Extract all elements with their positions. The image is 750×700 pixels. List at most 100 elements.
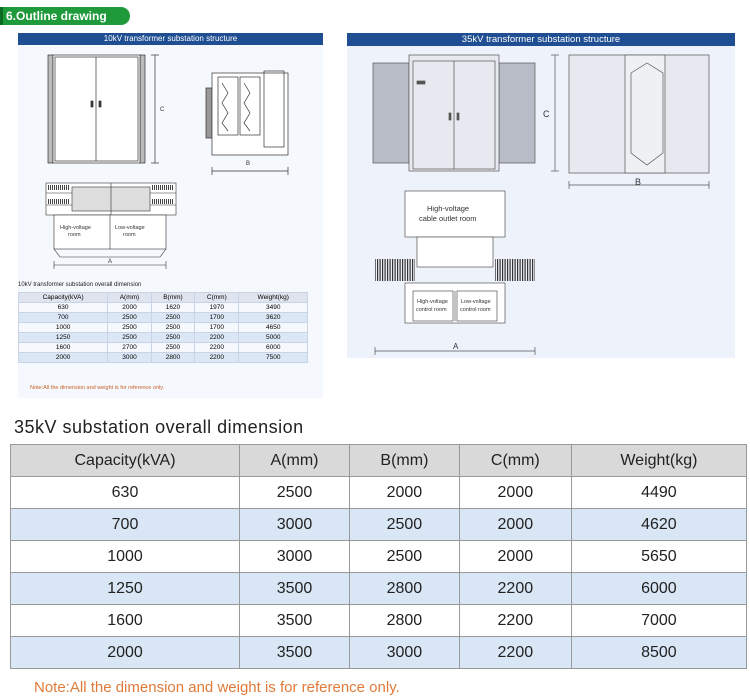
table-10kv-cell: 2500: [150, 342, 196, 353]
table-35kv-cell: 5650: [570, 540, 748, 573]
table-10kv-cell: 2000: [17, 352, 109, 363]
table-10kv-cell: 3000: [107, 352, 152, 363]
table-35kv-cell: 8500: [570, 636, 748, 669]
table-35kv-cell: 2000: [9, 636, 241, 669]
dim-b-label-35kv: B: [635, 177, 641, 187]
lv-room-label-10kv-1: Low-voltage: [115, 225, 145, 231]
table-35kv-cell: 1600: [9, 604, 241, 637]
front-view-35kv: [372, 54, 559, 172]
table-35kv-header-cell: Capacity(kVA): [9, 444, 241, 477]
dim-c-label-10kv: C: [160, 107, 165, 113]
table-10kv-cell: 2500: [107, 312, 152, 323]
hv-control-label-2: control room: [416, 307, 447, 313]
table-35kv-note: Note:All the dimension and weight is for…: [34, 679, 400, 696]
hv-control-label-1: High-voltage: [417, 299, 448, 305]
dim-c-label-35kv: C: [543, 109, 550, 119]
table-35kv-header: Capacity(kVA)A(mm)B(mm)C(mm)Weight(kg): [9, 444, 748, 477]
table-10kv-cell: 2200: [194, 332, 240, 343]
dim-a-label-10kv: A: [108, 259, 112, 265]
table-35kv-cell: 3000: [239, 540, 350, 573]
table-35kv-cell: 2500: [348, 540, 460, 573]
table-10kv-cell: 3490: [238, 302, 308, 313]
dim-a-label-35kv: A: [453, 342, 459, 351]
panel-10kv-title: 10kV transformer substation structure: [18, 33, 323, 45]
table-10kv-cell: 1250: [17, 332, 109, 343]
hv-room-label-10kv-2: room: [68, 232, 81, 238]
table-35kv-cell: 3500: [239, 636, 350, 669]
dim-b-label-10kv: B: [246, 161, 250, 167]
table-35kv-header-cell: C(mm): [458, 444, 572, 477]
table-10kv-cell: 5000: [238, 332, 308, 343]
section-heading: 6.Outline drawing: [0, 7, 130, 25]
table-35kv: Capacity(kVA)A(mm)B(mm)C(mm)Weight(kg) 6…: [9, 444, 748, 669]
table-35kv-header-cell: Weight(kg): [570, 444, 748, 477]
table-35kv-cell: 3500: [239, 604, 350, 637]
table-35kv-cell: 2200: [458, 636, 572, 669]
drawing-10kv: C B: [45, 54, 289, 269]
side-view-10kv: [205, 70, 289, 175]
table-10kv-cell: 2500: [150, 332, 196, 343]
table-35kv-cell: 7000: [570, 604, 748, 637]
table-35kv-cell: 4620: [570, 508, 748, 541]
table-10kv-cell: 2500: [107, 332, 152, 343]
table-10kv-header-cell: Weight(kg): [238, 292, 308, 303]
table-10kv-cell: 4650: [238, 322, 308, 333]
table-35kv-cell: 2200: [458, 572, 572, 605]
table-35kv-cell: 2500: [239, 476, 350, 509]
table-10kv-header-cell: Capacity(kVA): [17, 292, 109, 303]
table-10kv-cell: 2800: [150, 352, 196, 363]
lv-room-label-10kv-2: room: [123, 232, 136, 238]
front-view-10kv: [47, 54, 159, 164]
table-35kv-cell: 6000: [570, 572, 748, 605]
panel-35kv-title: 35kV transformer substation structure: [347, 33, 735, 46]
table-35kv-header-cell: B(mm): [348, 444, 460, 477]
table-10kv-cell: 1970: [194, 302, 240, 313]
lv-control-label-2: control room: [460, 307, 491, 313]
table-10kv-cell: 1000: [17, 322, 109, 333]
table-35kv-cell: 2500: [348, 508, 460, 541]
table-10kv-cell: 2200: [194, 352, 240, 363]
table-10kv-note: Note:All the dimension and weight is for…: [30, 385, 165, 391]
table-10kv-header-cell: C(mm): [194, 292, 240, 303]
table-35kv-cell: 3500: [239, 572, 350, 605]
table-35kv-cell: 2000: [348, 476, 460, 509]
table-10kv: Capacity(kVA)A(mm)B(mm)C(mm)Weight(kg) 6…: [17, 292, 308, 363]
table-35kv-cell: 2000: [458, 476, 572, 509]
table-35kv-cell: 1000: [9, 540, 241, 573]
side-view-35kv: [568, 54, 710, 189]
table-35kv-cell: 3000: [239, 508, 350, 541]
table-10kv-cell: 6000: [238, 342, 308, 353]
table-35kv-cell: 2000: [458, 508, 572, 541]
table-10kv-cell: 1700: [194, 322, 240, 333]
table-35kv-cell: 700: [9, 508, 241, 541]
table-10kv-header-cell: A(mm): [107, 292, 152, 303]
table-10kv-cell: 700: [17, 312, 109, 323]
lv-control-label-1: Low-voltage: [461, 299, 491, 305]
table-10kv-cell: 1620: [150, 302, 196, 313]
fins-10kv: [48, 185, 174, 204]
table-35kv-cell: 2800: [348, 604, 460, 637]
table-35kv-header-cell: A(mm): [239, 444, 350, 477]
table-35kv-title: 35kV substation overall dimension: [14, 417, 304, 437]
table-10kv-header: Capacity(kVA)A(mm)B(mm)C(mm)Weight(kg): [17, 292, 308, 303]
table-10kv-cell: 7500: [238, 352, 308, 363]
table-10kv-caption: 10kV transformer substation overall dime…: [18, 282, 142, 288]
table-10kv-cell: 2000: [107, 302, 152, 313]
cable-room-label-1: High-voltage: [427, 204, 469, 213]
drawing-35kv: C B Hig: [372, 54, 710, 355]
table-10kv-cell: 2500: [150, 312, 196, 323]
table-35kv-cell: 2800: [348, 572, 460, 605]
table-10kv-cell: 2200: [194, 342, 240, 353]
